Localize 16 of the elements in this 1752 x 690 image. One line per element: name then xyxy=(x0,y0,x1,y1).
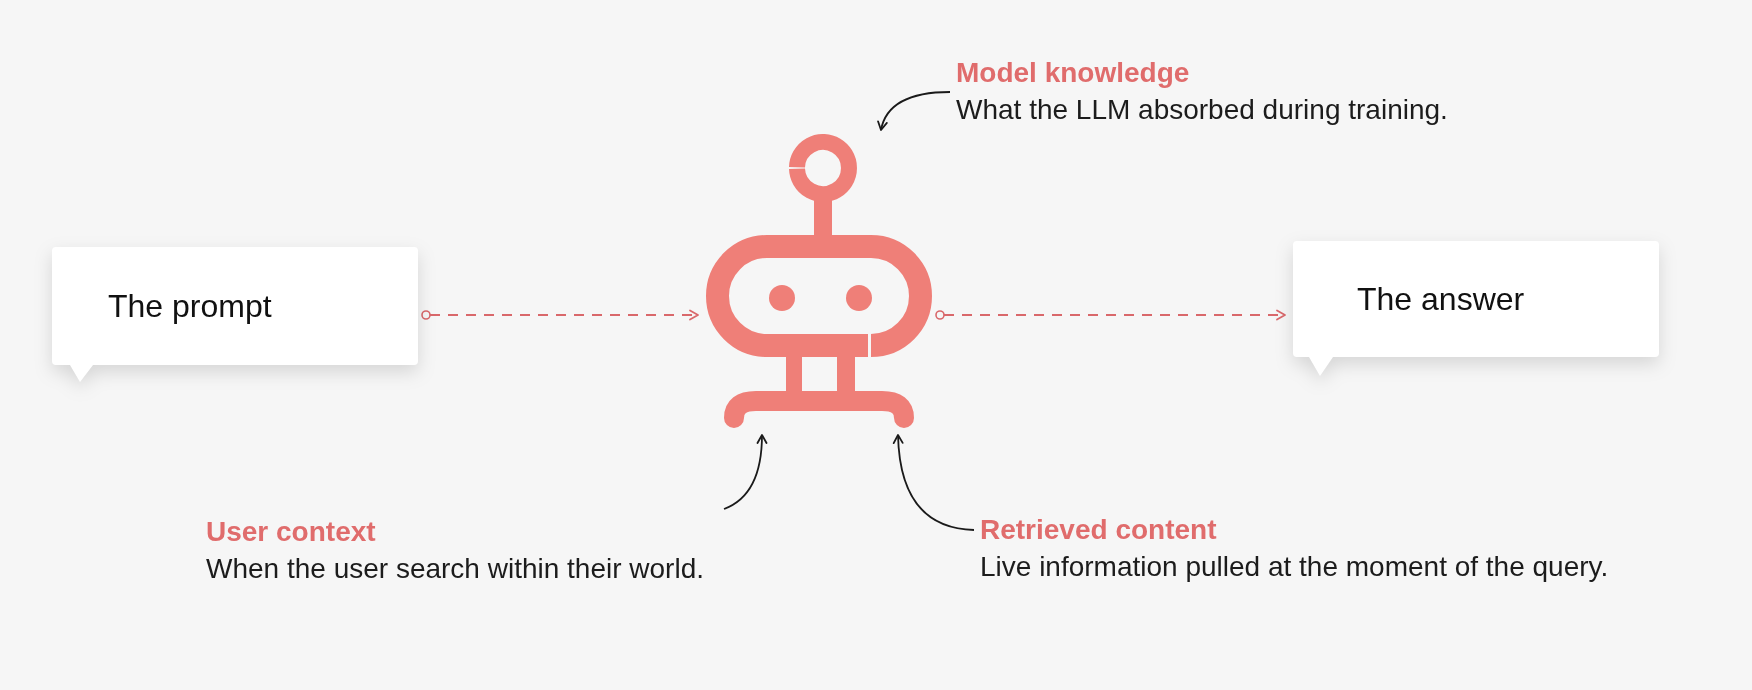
curved-arrow xyxy=(723,434,768,510)
curved-arrow xyxy=(877,91,951,131)
annotation-text: What the LLM absorbed during training. xyxy=(956,93,1448,127)
annotation-title: User context xyxy=(206,515,376,549)
dashed-arrow xyxy=(935,309,1286,321)
robot-illustration xyxy=(706,134,932,429)
annotation-text: When the user search within their world. xyxy=(206,552,704,586)
dashed-arrow xyxy=(421,309,699,321)
bubble-text: The prompt xyxy=(108,287,272,326)
annotation-title: Model knowledge xyxy=(956,56,1190,90)
curved-arrow xyxy=(893,434,975,531)
annotation-text: Live information pulled at the moment of the query. xyxy=(980,550,1609,584)
speech-bubble xyxy=(1293,241,1659,376)
bubble-text: The answer xyxy=(1357,280,1525,319)
speech-bubble xyxy=(52,247,418,382)
annotation-title: Retrieved content xyxy=(980,513,1217,547)
